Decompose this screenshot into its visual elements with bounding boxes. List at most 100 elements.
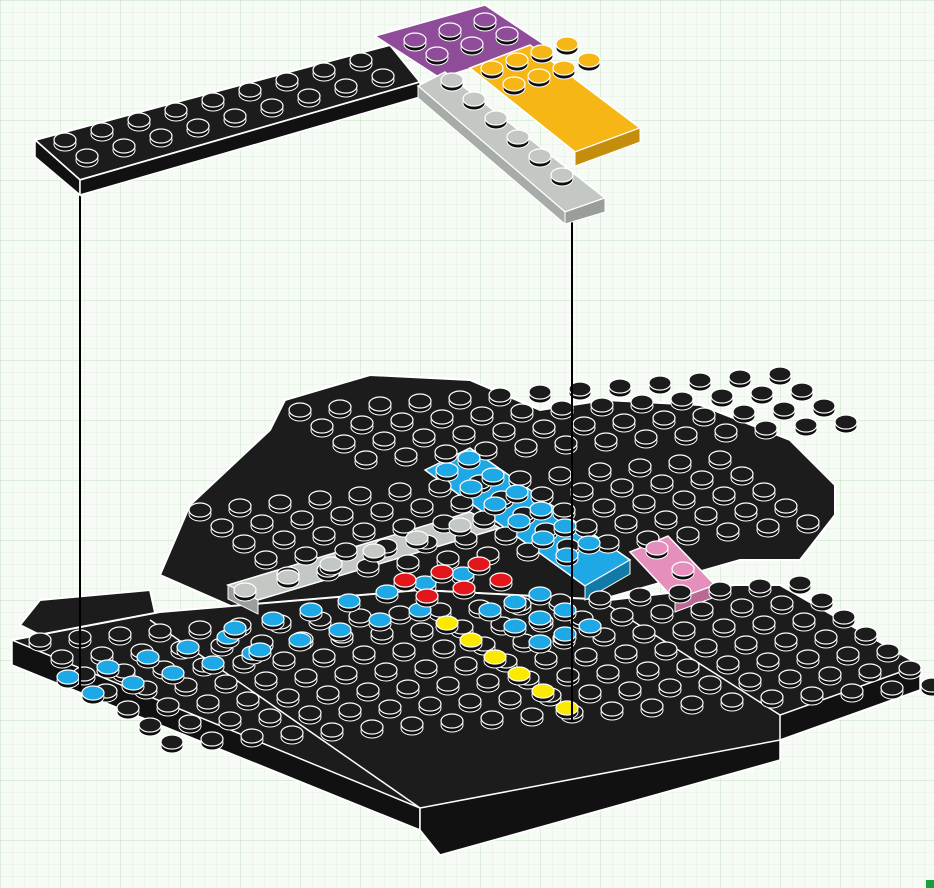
black-stud: [771, 596, 793, 614]
black-stud: [259, 709, 281, 727]
black-stud: [899, 661, 921, 679]
black-stud: [415, 660, 437, 678]
black-stud: [375, 663, 397, 681]
black-stud: [471, 407, 493, 425]
black-stud: [733, 405, 755, 423]
blue-stud: [504, 619, 526, 637]
black-plate-stud: [91, 123, 113, 141]
black-plate-stud: [350, 53, 372, 71]
black-stud: [29, 633, 51, 651]
black-stud: [493, 423, 515, 441]
blue-plate-stud: [484, 497, 506, 515]
black-stud: [713, 487, 735, 505]
gray-sub-stud: [529, 149, 551, 167]
gray-plate-stud: [363, 544, 385, 562]
black-stud: [241, 729, 263, 747]
black-stud: [535, 651, 557, 669]
black-plate-stud: [335, 79, 357, 97]
black-stud: [789, 576, 811, 594]
black-stud: [411, 623, 433, 641]
black-stud: [651, 475, 673, 493]
black-stud: [477, 674, 499, 692]
black-stud: [601, 702, 623, 720]
black-stud: [773, 402, 795, 420]
purple-stud: [474, 13, 496, 31]
black-stud: [837, 647, 859, 665]
black-stud: [641, 699, 663, 717]
black-stud: [273, 652, 295, 670]
black-stud: [589, 591, 611, 609]
black-stud: [633, 625, 655, 643]
black-stud: [453, 426, 475, 444]
black-stud: [689, 373, 711, 391]
blue-plate-stud: [482, 468, 504, 486]
blue-stud: [529, 587, 551, 605]
black-stud: [797, 515, 819, 533]
yellow-stud: [484, 650, 506, 668]
black-stud: [735, 503, 757, 521]
black-stud: [651, 605, 673, 623]
black-stud: [109, 627, 131, 645]
blue-stud: [369, 613, 391, 631]
black-stud: [353, 523, 375, 541]
red-stud: [431, 565, 453, 583]
black-stud: [593, 499, 615, 517]
blue-stud: [262, 612, 284, 630]
black-stud: [219, 712, 241, 730]
black-plate-stud: [187, 119, 209, 137]
black-stud: [281, 726, 303, 744]
black-stud: [251, 515, 273, 533]
black-stud: [637, 662, 659, 680]
black-stud: [431, 410, 453, 428]
black-stud: [551, 401, 573, 419]
blue-stud: [529, 611, 551, 629]
black-stud: [691, 602, 713, 620]
black-stud: [549, 467, 571, 485]
blue-plate-stud: [532, 531, 554, 549]
black-stud: [521, 708, 543, 726]
black-stud: [731, 599, 753, 617]
black-stud: [459, 694, 481, 712]
black-stud: [179, 715, 201, 733]
black-stud: [361, 720, 383, 738]
black-stud: [277, 689, 299, 707]
blue-stud: [579, 619, 601, 637]
black-stud: [139, 718, 161, 736]
black-stud: [401, 717, 423, 735]
purple-stud: [439, 23, 461, 41]
red-stud: [468, 557, 490, 575]
blue-stud: [529, 635, 551, 653]
gray-plate-stud: [277, 570, 299, 588]
black-stud: [921, 678, 934, 696]
black-stud: [353, 646, 375, 664]
black-stud: [329, 400, 351, 418]
black-stud: [313, 527, 335, 545]
black-stud: [597, 665, 619, 683]
black-stud: [629, 588, 651, 606]
black-stud: [331, 507, 353, 525]
orange-stud: [531, 45, 553, 63]
black-stud: [709, 451, 731, 469]
blue-stud: [289, 633, 311, 651]
black-stud: [579, 685, 601, 703]
black-stud: [379, 700, 401, 718]
black-stud: [269, 495, 291, 513]
black-stud: [735, 636, 757, 654]
blue-stud: [162, 666, 184, 684]
black-stud: [751, 386, 773, 404]
black-stud: [437, 677, 459, 695]
black-stud: [753, 483, 775, 501]
purple-stud: [426, 47, 448, 65]
black-stud: [575, 519, 597, 537]
black-stud: [409, 394, 431, 412]
orange-stud: [553, 61, 575, 79]
black-stud: [795, 418, 817, 436]
blue-stud: [338, 594, 360, 612]
black-stud: [373, 432, 395, 450]
black-stud: [237, 692, 259, 710]
black-stud: [655, 511, 677, 529]
black-stud: [255, 551, 277, 569]
black-stud: [233, 535, 255, 553]
gray-sub-stud: [441, 73, 463, 91]
black-stud: [499, 691, 521, 709]
